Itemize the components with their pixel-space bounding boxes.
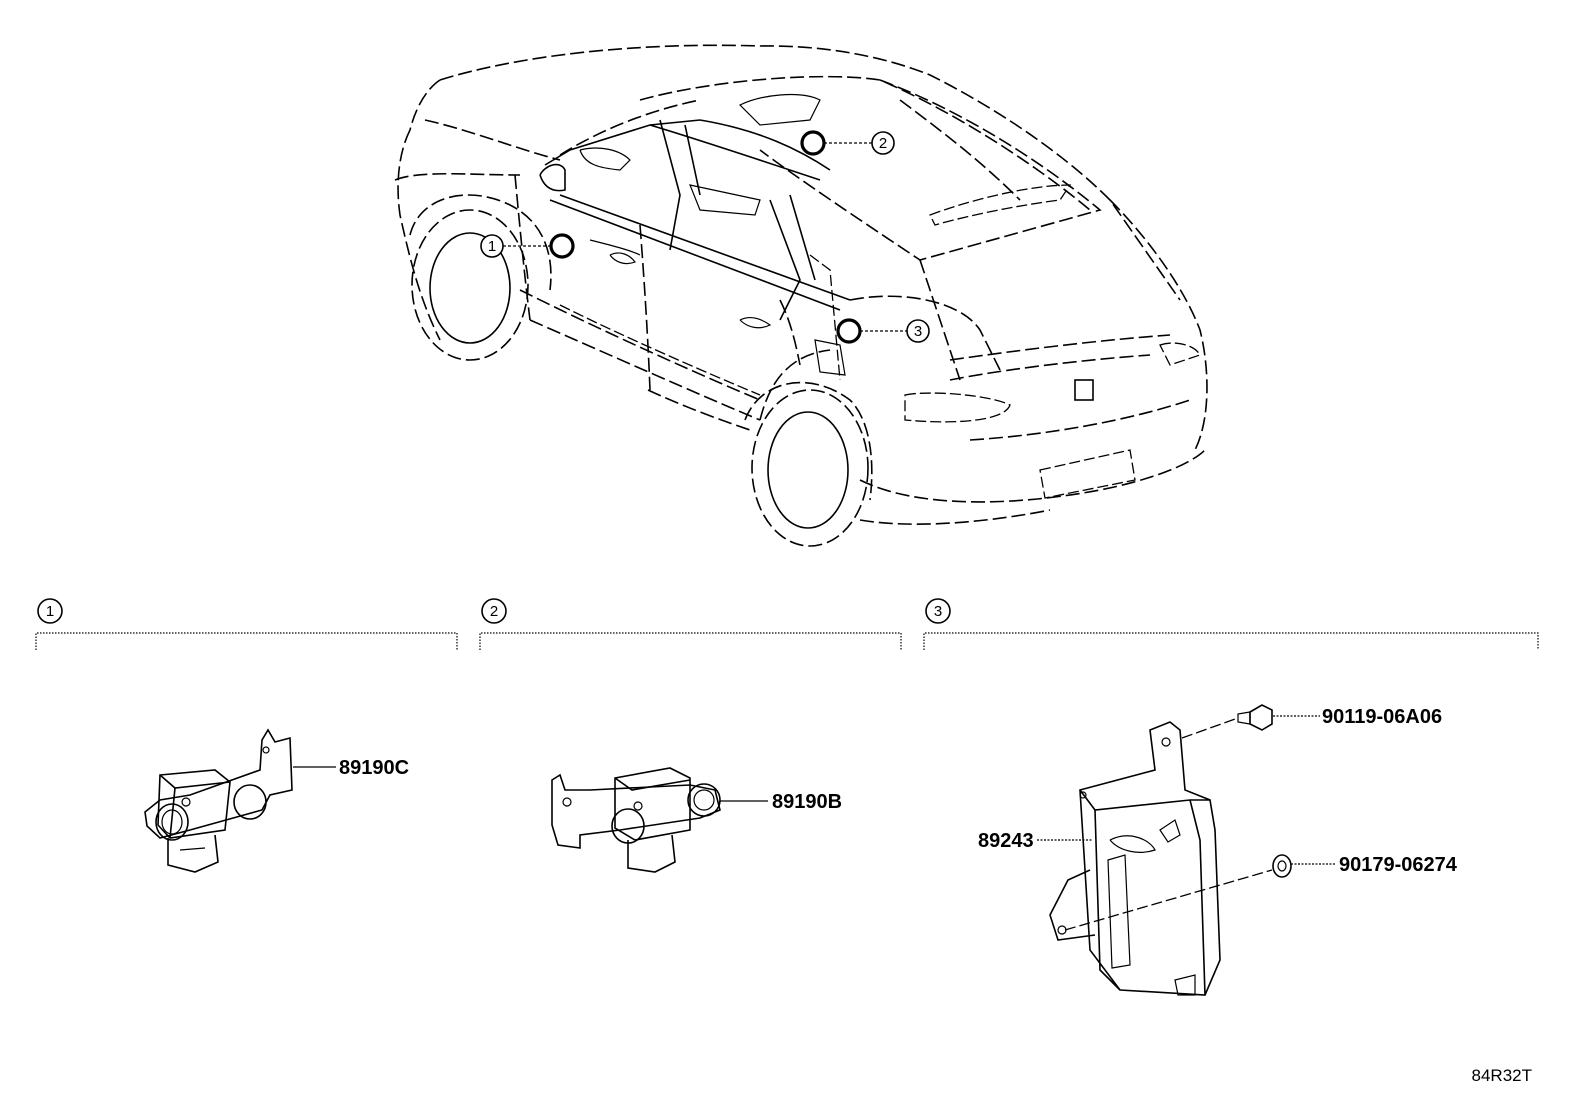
location-marker-2	[800, 130, 826, 156]
section-2-circle	[481, 598, 507, 624]
section-2-number: 2	[490, 603, 498, 620]
callout-number-3: 3	[914, 323, 922, 340]
ecu-drawing: 90119-06A06 90179-06274 89243	[978, 704, 1458, 996]
sensor-front-drawing: 89190C	[144, 728, 409, 873]
part-label-90179-06274: 90179-06274	[1339, 854, 1458, 876]
section-1-circle	[37, 598, 63, 624]
callout-circle-3	[906, 319, 930, 343]
callout-circle-2	[871, 131, 895, 155]
callout-circle-1	[480, 234, 504, 258]
location-marker-3	[836, 318, 862, 344]
section-3-bracket	[923, 632, 1539, 650]
part-label-89243: 89243	[978, 830, 1034, 852]
section-1-bracket	[35, 632, 458, 650]
callout-number-1: 1	[488, 238, 496, 255]
illustration-code: 84R32T	[1472, 1066, 1532, 1085]
vehicle-illustration	[394, 44, 1208, 547]
section-3-number: 3	[934, 603, 942, 620]
part-label-89190C: 89190C	[339, 757, 409, 779]
section-1-number: 1	[46, 603, 54, 620]
location-markers: 1 2 3	[480, 130, 930, 344]
location-marker-1	[549, 233, 575, 259]
sensor-center-drawing: 89190B	[551, 767, 842, 873]
section-3-circle	[925, 598, 951, 624]
part-label-90119-06A06: 90119-06A06	[1322, 706, 1442, 728]
callout-number-2: 2	[879, 135, 887, 152]
section-headers: 1 2 3	[35, 598, 1539, 650]
part-label-89190B: 89190B	[772, 791, 842, 813]
section-2-bracket	[479, 632, 902, 650]
